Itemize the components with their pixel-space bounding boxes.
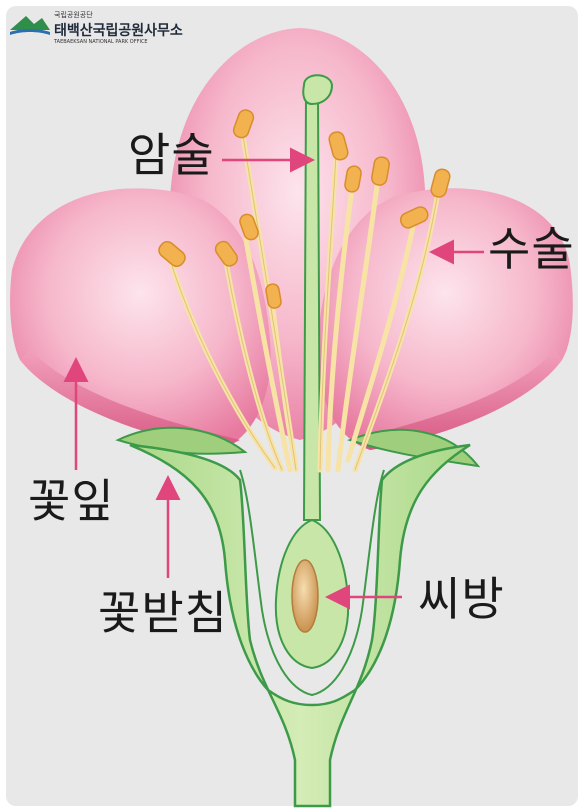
receptacle-inner [239, 469, 385, 697]
label-stamen: 수술 [488, 222, 575, 276]
receptacle-body [129, 443, 471, 808]
mountain-logo-icon [10, 16, 50, 35]
anthers [158, 109, 451, 309]
petal-left [10, 188, 271, 451]
label-pistil: 암술 [128, 128, 215, 182]
pistil-stigma [302, 74, 334, 106]
park-office-logo: 국립공원공단 태백산국립공원사무소 TAEBAEKSAN NATIONAL PA… [8, 8, 188, 48]
logo-office-name: 태백산국립공원사무소 [54, 23, 183, 39]
label-petal: 꽃잎 [28, 474, 115, 528]
logo-office-name-en: TAEBAEKSAN NATIONAL PARK OFFICE [54, 39, 148, 45]
petal-right [317, 188, 573, 450]
filament-outlines [171, 129, 439, 471]
logo-org-small: 국립공원공단 [54, 11, 93, 19]
label-receptacle: 꽃받침 [98, 586, 228, 640]
label-ovary: 씨방 [418, 572, 505, 626]
pointer-arrows [63, 147, 484, 610]
ovule [291, 559, 319, 633]
